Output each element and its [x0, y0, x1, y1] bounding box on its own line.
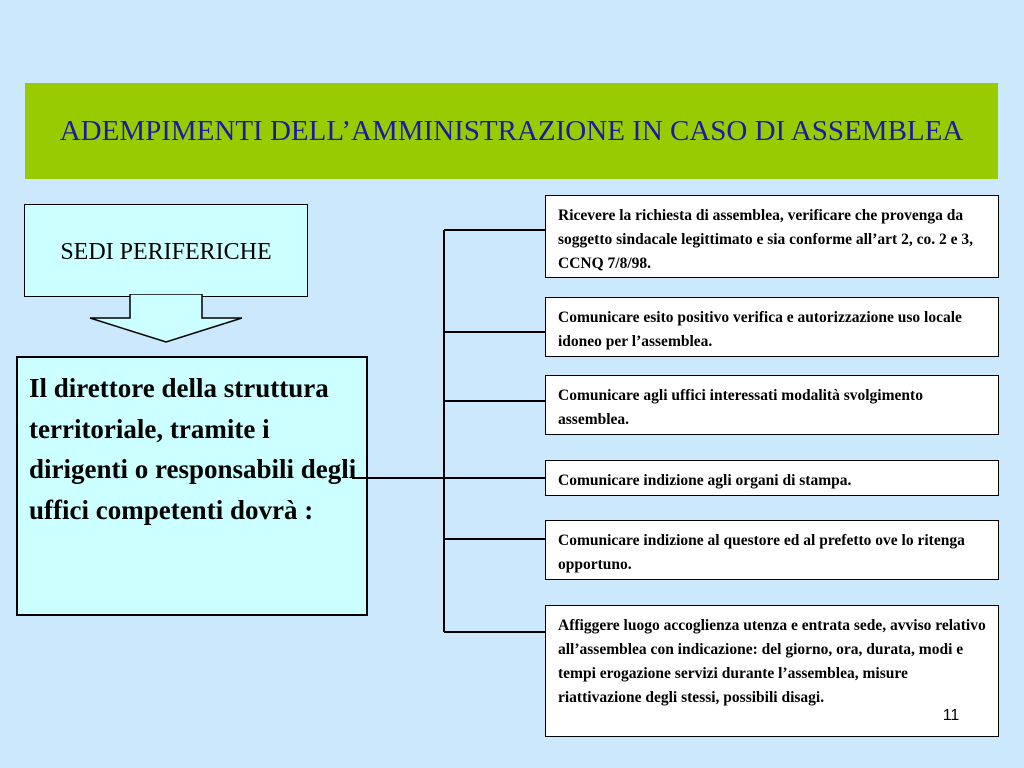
director-box: Il direttore della struttura territorial… — [16, 356, 368, 616]
director-text: Il direttore della struttura territorial… — [29, 373, 357, 525]
task-box-3: Comunicare agli uffici interessati modal… — [545, 375, 999, 435]
task-box-5: Comunicare indizione al questore ed al p… — [545, 520, 999, 580]
down-arrow-icon — [89, 294, 243, 343]
task-text-3: Comunicare agli uffici interessati modal… — [558, 387, 923, 428]
task-text-1: Ricevere la richiesta di assemblea, veri… — [558, 207, 973, 272]
task-text-6: Affiggere luogo accoglienza utenza e ent… — [558, 617, 986, 706]
title-band: ADEMPIMENTI DELL’AMMINISTRAZIONE IN CASO… — [25, 83, 998, 179]
task-text-5: Comunicare indizione al questore ed al p… — [558, 532, 965, 573]
task-text-2: Comunicare esito positivo verifica e aut… — [558, 309, 962, 350]
sedi-periferiche-box: SEDI PERIFERICHE — [24, 204, 308, 297]
task-box-2: Comunicare esito positivo verifica e aut… — [545, 297, 999, 357]
task-text-4: Comunicare indizione agli organi di stam… — [558, 472, 852, 489]
sedi-periferiche-label: SEDI PERIFERICHE — [60, 239, 272, 265]
page-number: 11 — [942, 707, 960, 724]
task-box-6: Affiggere luogo accoglienza utenza e ent… — [545, 605, 999, 737]
task-box-4: Comunicare indizione agli organi di stam… — [545, 460, 999, 496]
slide-title: ADEMPIMENTI DELL’AMMINISTRAZIONE IN CASO… — [59, 115, 964, 147]
task-box-1: Ricevere la richiesta di assemblea, veri… — [545, 195, 999, 278]
